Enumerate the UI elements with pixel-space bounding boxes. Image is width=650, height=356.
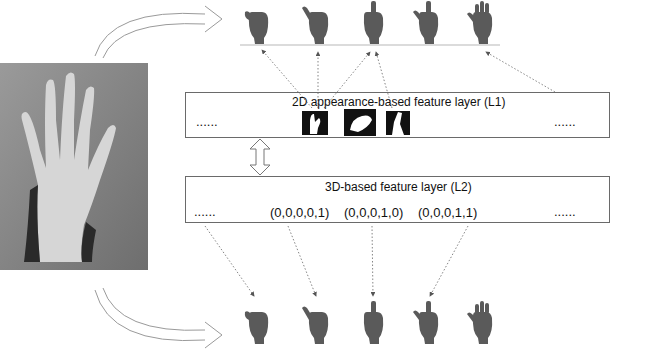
feature-vector: (0,0,0,1,0) (344, 206, 403, 220)
feature-vector: (0,0,0,0,1) (270, 206, 329, 220)
layer-title: 2D appearance-based feature layer (L1) (292, 96, 505, 109)
thumbnail (302, 109, 410, 136)
hand-photo (0, 63, 148, 270)
double-arrow (250, 139, 270, 175)
ellipsis: ...... (196, 115, 218, 129)
ellipsis: ...... (194, 205, 216, 219)
leader-line (205, 50, 555, 296)
curved-arrow (95, 6, 222, 348)
gesture-icon (245, 301, 492, 344)
feature-layer-box: 3D-based feature layer (L2)...... (0,0,0,… (185, 176, 610, 223)
layer-title: 3D-based feature layer (L2) (325, 181, 472, 194)
ellipsis: ...... (554, 115, 576, 129)
feature-vector: (0,0,0,1,1) (418, 206, 477, 220)
ellipsis: ...... (554, 205, 576, 219)
gesture-icon (240, 1, 500, 45)
feature-layer-box: 2D appearance-based feature layer (L1)..… (185, 92, 610, 138)
